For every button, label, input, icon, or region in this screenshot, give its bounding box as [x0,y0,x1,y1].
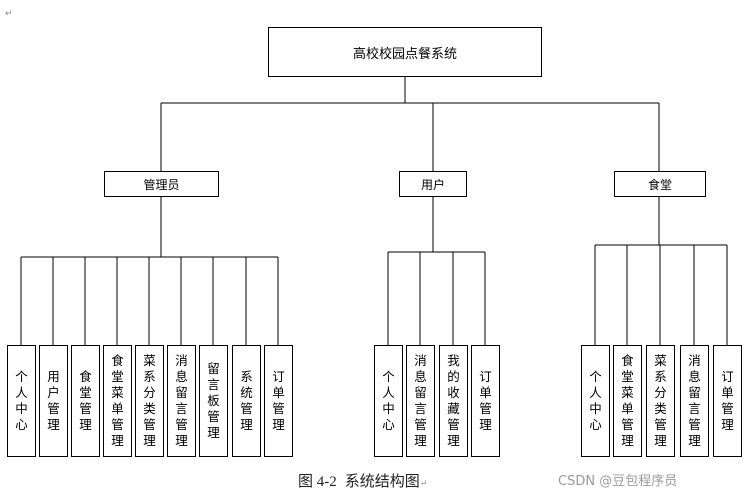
figure-number: 图 4-2 [298,474,337,490]
leaf-node: 菜系分类管理 [646,345,675,457]
leaf-node: 个人中心 [7,345,36,457]
branch-node-label: 用户 [420,177,445,192]
leaf-node: 订单管理 [713,345,742,457]
root-node-label: 高校校园点餐系统 [352,46,457,62]
leaf-node: 订单管理 [471,345,500,457]
branch-node-canteen: 食堂 [614,171,706,197]
branch-node-admin: 管理员 [104,171,219,197]
branch-node-user: 用户 [399,171,467,197]
branch-node-label: 食堂 [647,177,672,192]
leaf-node: 食堂管理 [71,345,100,457]
leaf-node: 消息留言管理 [406,345,435,457]
caption-paragraph-mark: ↵ [419,478,428,488]
leaf-node: 个人中心 [374,345,403,457]
leaf-node: 用户管理 [39,345,68,457]
leaf-node: 消息留言管理 [680,345,709,457]
leaf-node: 我的收藏管理 [439,345,468,457]
watermark-text: CSDN @豆包程序员 [558,474,678,489]
leaf-node: 系统管理 [232,345,261,457]
leaf-node: 食堂菜单管理 [103,345,132,457]
figure-caption: 图 4-2 系统结构图↵ [298,470,468,492]
leaf-node: 食堂菜单管理 [613,345,642,457]
leaf-node: 留言板管理 [199,345,228,457]
root-node: 高校校园点餐系统 [268,27,542,77]
paragraph-mark: ↵ [5,9,13,19]
branch-node-label: 管理员 [143,177,180,192]
leaf-node: 个人中心 [581,345,610,457]
leaf-node: 菜系分类管理 [135,345,164,457]
leaf-node: 消息留言管理 [167,345,196,457]
leaf-node: 订单管理 [264,345,293,457]
figure-title: 系统结构图 [344,474,420,490]
